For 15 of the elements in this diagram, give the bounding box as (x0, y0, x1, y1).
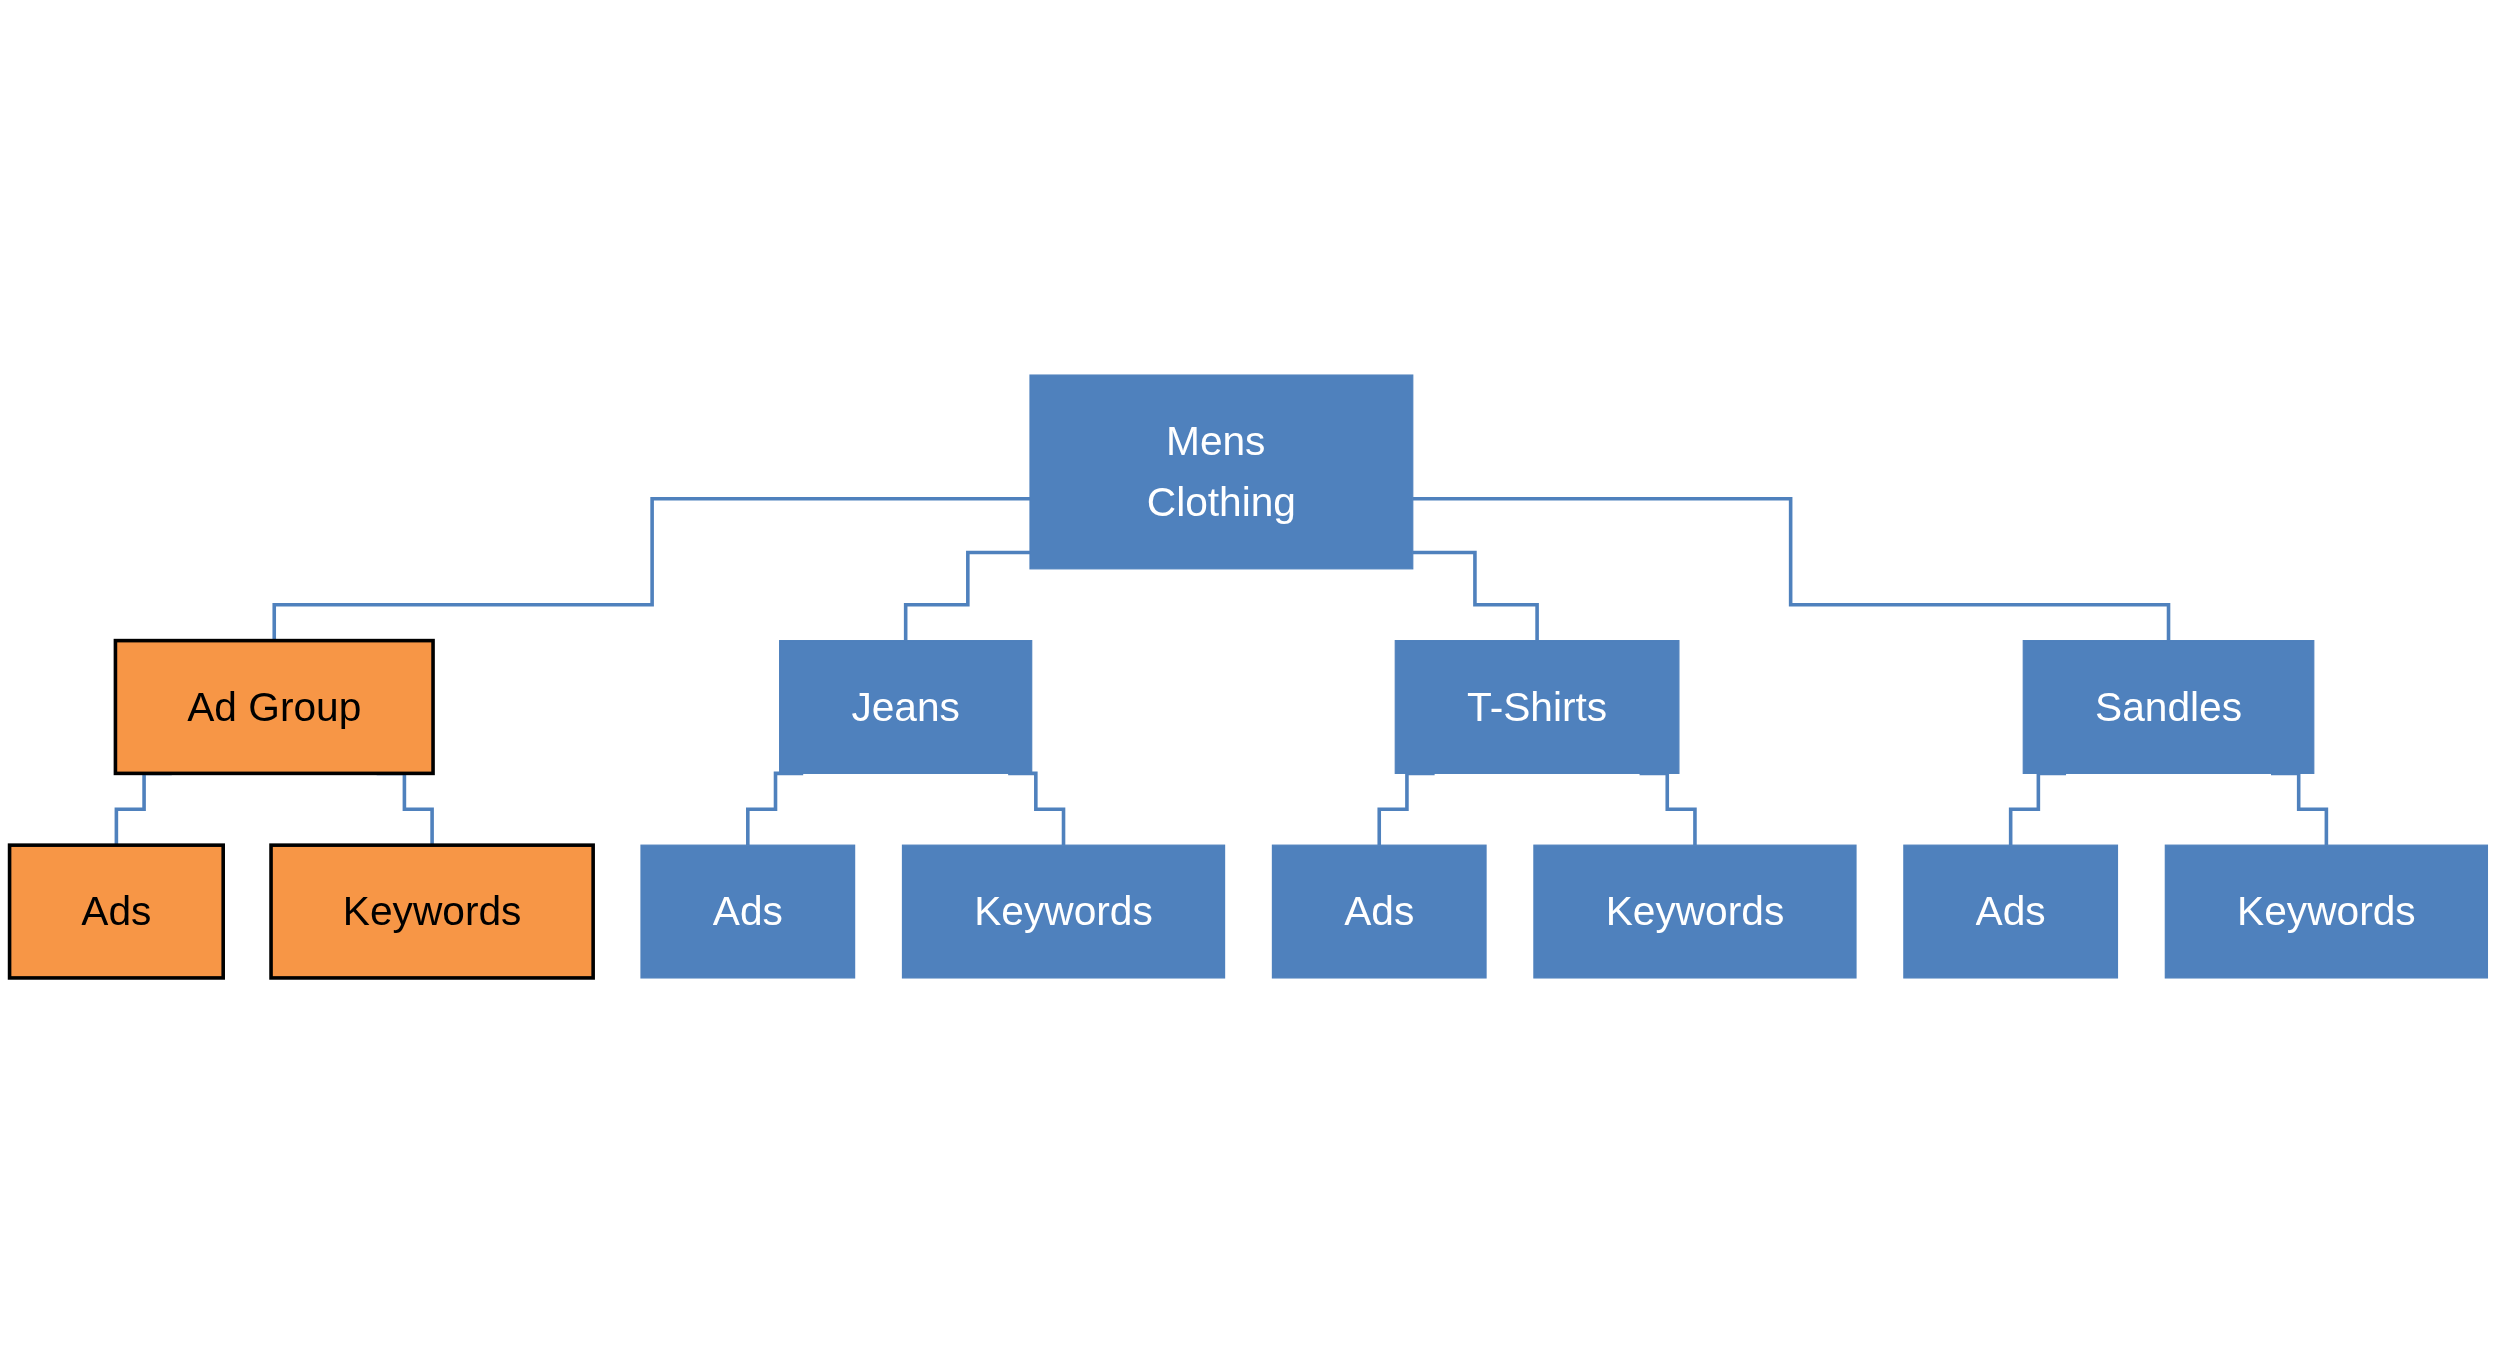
node-box: Keywords (269, 843, 595, 980)
node-box: Keywords (1533, 844, 1857, 979)
node-box: Ads (7, 843, 225, 980)
node-box: Jeans (779, 640, 1033, 774)
node-box: Ads (1903, 844, 2119, 979)
node-box: Ad Group (113, 638, 435, 776)
node-box: Sandles (2022, 640, 2315, 774)
connector (1008, 771, 1066, 847)
node-box: Keywords (2164, 844, 2489, 979)
node-box: Mens Clothing (1029, 374, 1414, 570)
node-box: Ads (640, 844, 856, 979)
node-box: Keywords (901, 844, 1226, 979)
node-box: Ads (1271, 844, 1487, 979)
node-box: T-Shirts (1394, 640, 1680, 774)
connector (746, 771, 804, 847)
